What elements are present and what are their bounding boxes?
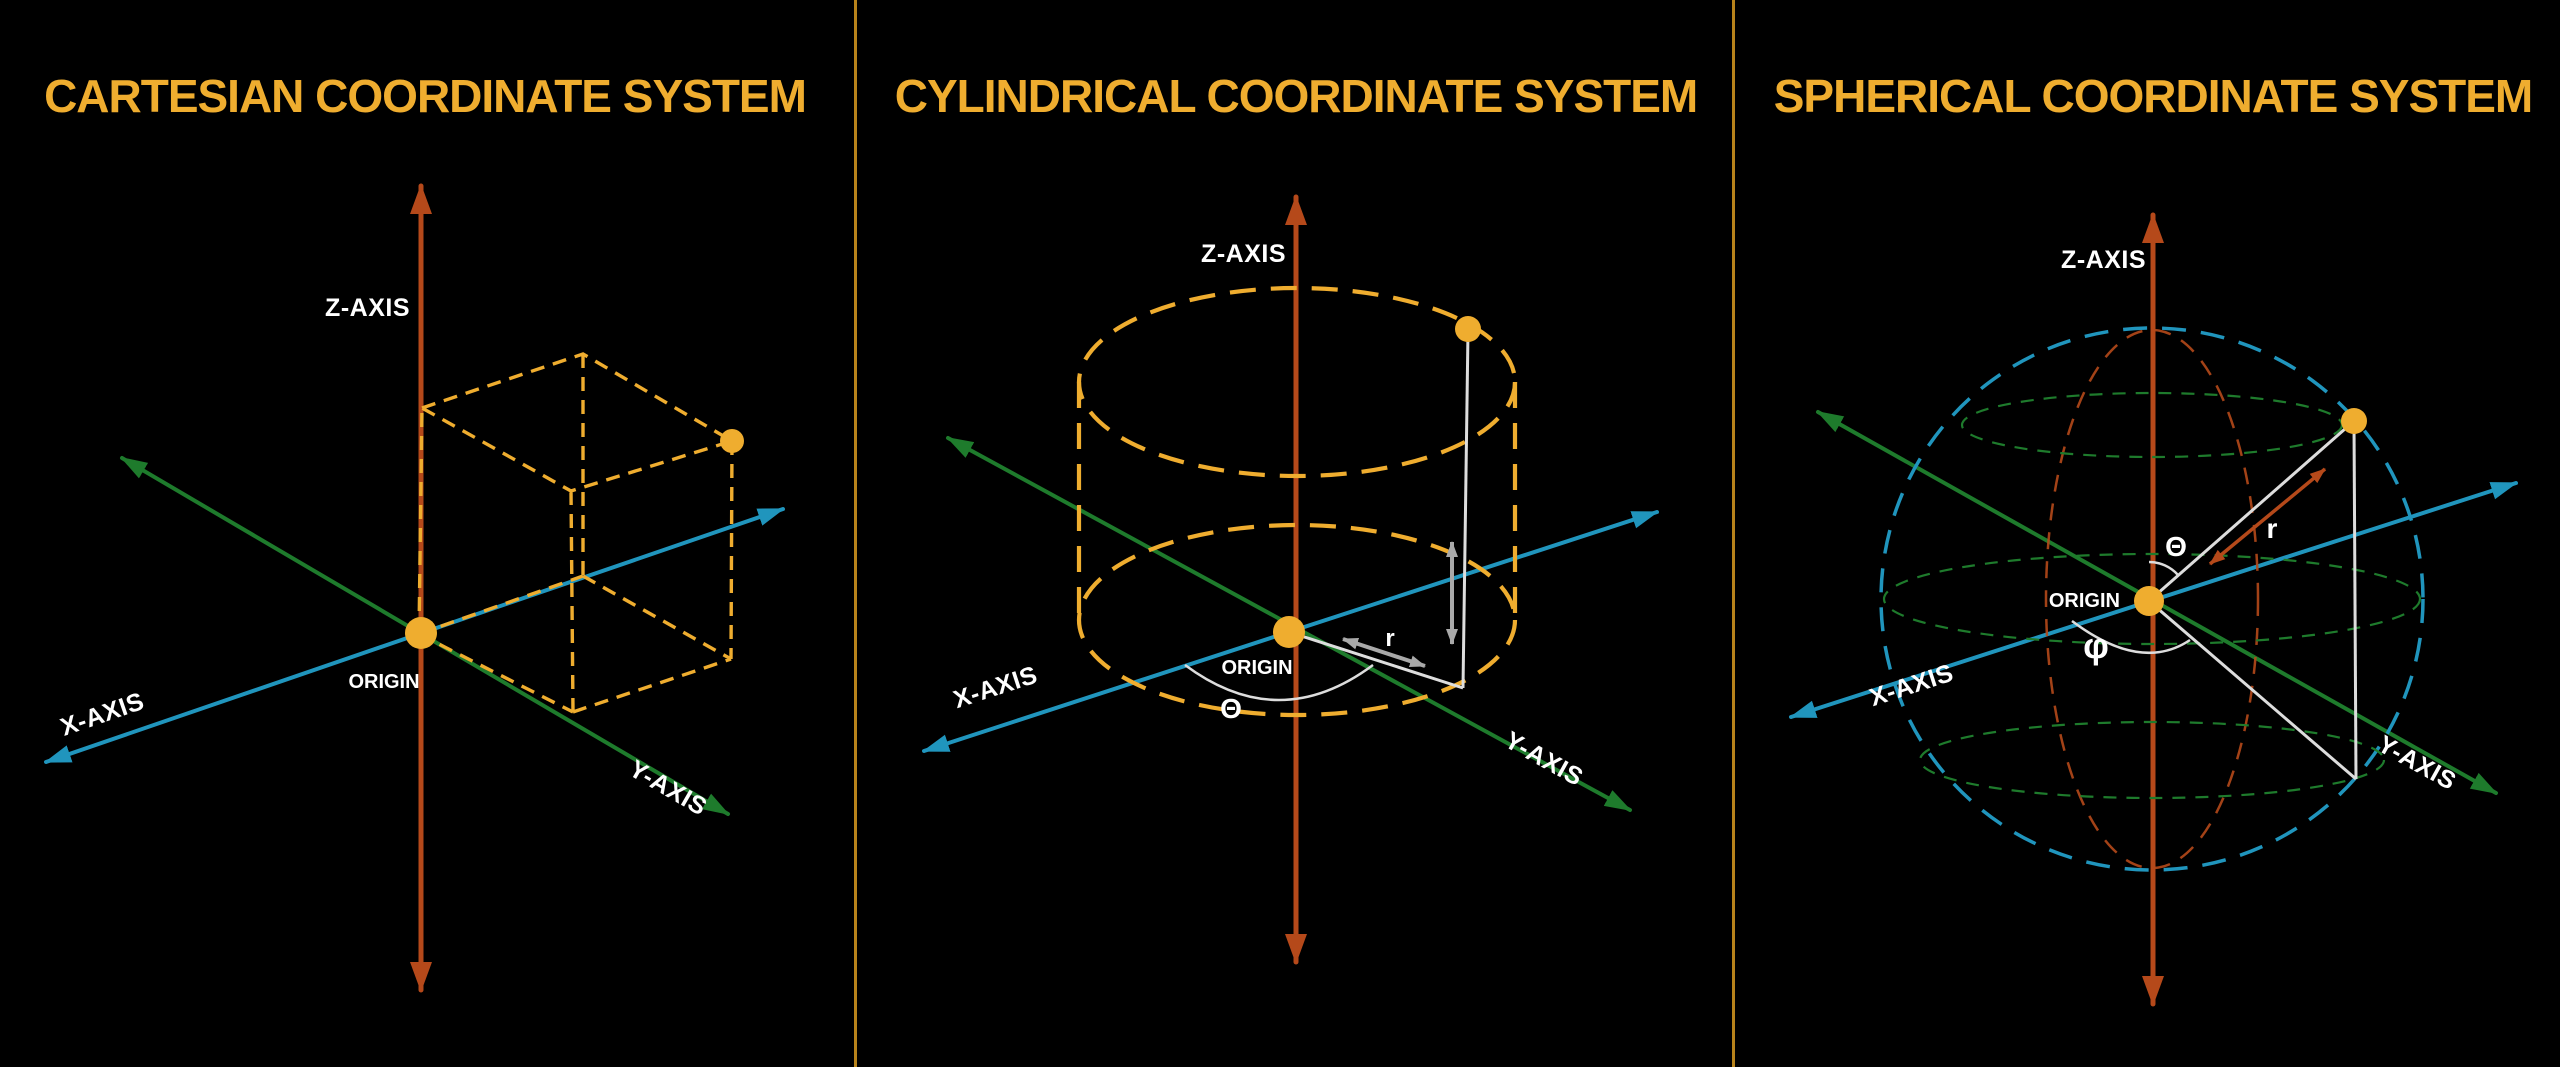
origin-label: ORIGIN	[2049, 590, 2120, 612]
data-point	[2341, 408, 2367, 434]
theta-arc	[2148, 560, 2179, 576]
radius-label: r	[2267, 513, 2278, 544]
data-point	[720, 429, 744, 453]
z-axis-label: Z-AXIS	[1201, 240, 1286, 268]
panel-cylindrical: CYLINDRICAL COORDINATE SYSTEM Z-AXIS X-A…	[895, 70, 1698, 965]
x-axis-label: X-AXIS	[950, 661, 1041, 714]
origin-label: ORIGIN	[1221, 657, 1292, 679]
sphere-meridian	[2044, 328, 2260, 870]
y-axis-label: Y-AXIS	[624, 755, 712, 822]
theta-arc	[1184, 663, 1374, 702]
panel-cartesian: CARTESIAN COORDINATE SYSTEM Z-AXIS X-AXI…	[44, 70, 807, 993]
panel-title: SPHERICAL COORDINATE SYSTEM	[1774, 70, 2532, 122]
radius-line	[2148, 419, 2355, 603]
origin-point	[1273, 616, 1305, 648]
radius-label: r	[1385, 625, 1394, 652]
panel-spherical: SPHERICAL COORDINATE SYSTEM Z-AXIS X-AXI…	[1774, 70, 2533, 1007]
radius-measure-arrow	[1342, 637, 1426, 668]
theta-label: Θ	[1220, 693, 1242, 724]
radius-projection-line	[1288, 630, 1464, 690]
y-axis-label: Y-AXIS	[2373, 730, 2461, 796]
radius-projection-line	[2148, 599, 2357, 781]
point-drop-line	[1461, 330, 1470, 689]
origin-point	[2134, 586, 2164, 616]
panel-title: CARTESIAN COORDINATE SYSTEM	[44, 70, 806, 122]
phi-label: φ	[2083, 625, 2109, 666]
origin-point	[405, 617, 437, 649]
cylinder-wireframe	[1076, 285, 1518, 718]
x-axis-label: X-AXIS	[1866, 659, 1957, 712]
sphere-wireframe	[1879, 326, 2425, 872]
panel-title: CYLINDRICAL COORDINATE SYSTEM	[895, 70, 1697, 122]
sphere-latitude-lower	[1918, 720, 2386, 800]
z-axis-label: Z-AXIS	[325, 294, 410, 322]
sphere-outline	[1879, 326, 2425, 872]
phi-arc	[2071, 620, 2191, 654]
origin-label: ORIGIN	[348, 671, 419, 693]
panel-divider	[854, 0, 857, 1067]
sphere-equator	[1882, 552, 2422, 646]
radius-measure-arrow	[2208, 467, 2327, 566]
data-point	[1455, 316, 1481, 342]
panel-divider	[1732, 0, 1735, 1067]
cube-wireframe	[417, 352, 737, 714]
y-axis-label: Y-AXIS	[1500, 726, 1588, 792]
z-axis-label: Z-AXIS	[2061, 246, 2146, 274]
point-drop-line	[2352, 423, 2358, 780]
theta-label: Θ	[2165, 531, 2187, 562]
